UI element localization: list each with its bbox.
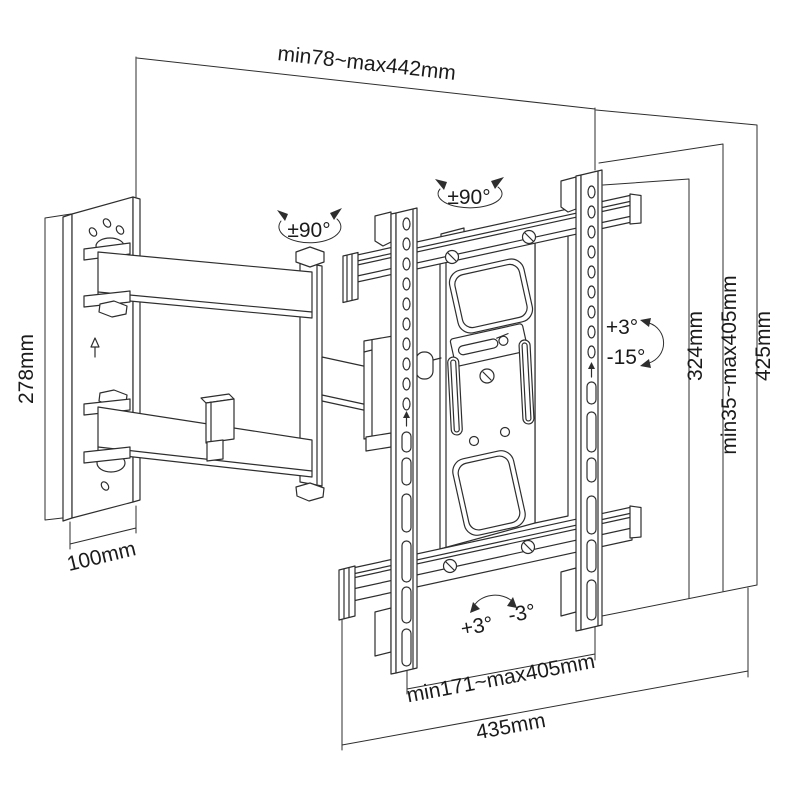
- right-rail-arrow-icon: [588, 362, 595, 378]
- left-rail-holes: [402, 217, 411, 411]
- dimension-label-wall-plate-width: 100mm: [65, 537, 138, 576]
- orientation-arrow-icon: [90, 337, 100, 358]
- bottom-hinge: [83, 446, 131, 473]
- dimension-label-total-height: 425mm: [752, 311, 775, 381]
- elbow-top-bolt: [295, 246, 325, 268]
- rotate-arrow-icon: [330, 208, 342, 220]
- top-rail-screw-right: [521, 229, 537, 245]
- right-vesa-rail: [560, 169, 603, 632]
- dimension-label-rail-height: 324mm: [684, 311, 707, 381]
- vesa-plate-side-face: [534, 223, 569, 524]
- dimension-label-wall-plate-height: 278mm: [15, 334, 38, 404]
- angle-label-tilt-up: +3°: [606, 316, 638, 339]
- top-arm: [97, 251, 313, 319]
- right-rail-slots: [586, 381, 597, 621]
- plate-swivel-annotation: ±90°: [435, 177, 504, 209]
- bottom-cutout: [452, 450, 526, 536]
- center-screw: [479, 368, 495, 384]
- angle-label-level-plus: +3°: [459, 612, 495, 640]
- rotate-arrow-icon: [277, 210, 288, 221]
- right-rail-holes: [587, 185, 596, 359]
- top-rail-screw-left: [444, 249, 460, 265]
- rotate-arrow-icon: [491, 177, 504, 189]
- latch-slot: [449, 323, 529, 367]
- tilt-arrow-icon: [640, 318, 651, 327]
- tilt-annotation: +3° -15°: [606, 316, 665, 369]
- top-hinge: [83, 237, 131, 261]
- top-hinge-bolt: [98, 300, 128, 318]
- level-adjust-annotation: +3° -3°: [459, 594, 538, 641]
- latch-hook: [415, 351, 442, 380]
- level-arrow-icon: [470, 602, 480, 613]
- dimension-label-vesa-vertical-range: min35~max405mm: [718, 275, 741, 454]
- elbow-bottom-bolt: [295, 482, 325, 502]
- left-rail-slots: [401, 431, 412, 667]
- bottom-arm: [97, 406, 313, 478]
- angle-annotations: ±90° ±90° +3° -15° +3° -3°: [277, 177, 665, 641]
- dimension-right-stack: 324mm min35~max405mm 425mm: [595, 109, 775, 617]
- dimension-label-extension-range: min78~max442mm: [276, 42, 457, 85]
- bottom-rail-screw-left: [442, 558, 458, 574]
- left-vesa-rail: [374, 207, 418, 675]
- angle-label-plate-swivel: ±90°: [447, 186, 490, 209]
- angle-label-level-minus: -3°: [507, 600, 538, 627]
- plate-hole-right: [499, 426, 511, 438]
- angle-label-tilt-down: -15°: [607, 346, 646, 369]
- left-rail-top-flange: [374, 211, 392, 247]
- arm-lock-clamp: [200, 393, 235, 462]
- arm-swivel-annotation: ±90°: [277, 208, 342, 244]
- vertical-rails: [374, 169, 603, 675]
- dimension-top-width: min78~max442mm: [135, 42, 596, 198]
- left-side-slot: [447, 356, 463, 436]
- articulating-arm: [83, 237, 394, 502]
- left-rail-bottom-flange: [374, 607, 392, 657]
- dimension-label-total-width: 435mm: [474, 709, 547, 744]
- right-rail-bottom-flange: [560, 567, 577, 617]
- angle-label-arm-swivel: ±90°: [287, 219, 330, 242]
- bottom-rail: [338, 505, 642, 621]
- bottom-rail-screw-right: [520, 539, 536, 555]
- right-rail-top-flange: [560, 176, 577, 213]
- right-side-slot: [518, 339, 535, 425]
- plate-hole-left: [468, 435, 480, 447]
- top-handle-cutout: [448, 258, 534, 334]
- level-arrow-icon: [507, 597, 517, 608]
- vesa-plate: [415, 223, 569, 550]
- left-rail-arrow-icon: [403, 411, 410, 427]
- tilt-arrow-icon: [640, 359, 651, 368]
- wall-plate-screw-holes: [88, 218, 125, 491]
- wall-plate-side-edge: [62, 213, 73, 522]
- dimension-label-vesa-horizontal-range: min171~max405mm: [405, 650, 597, 707]
- rotate-arrow-icon: [435, 179, 447, 190]
